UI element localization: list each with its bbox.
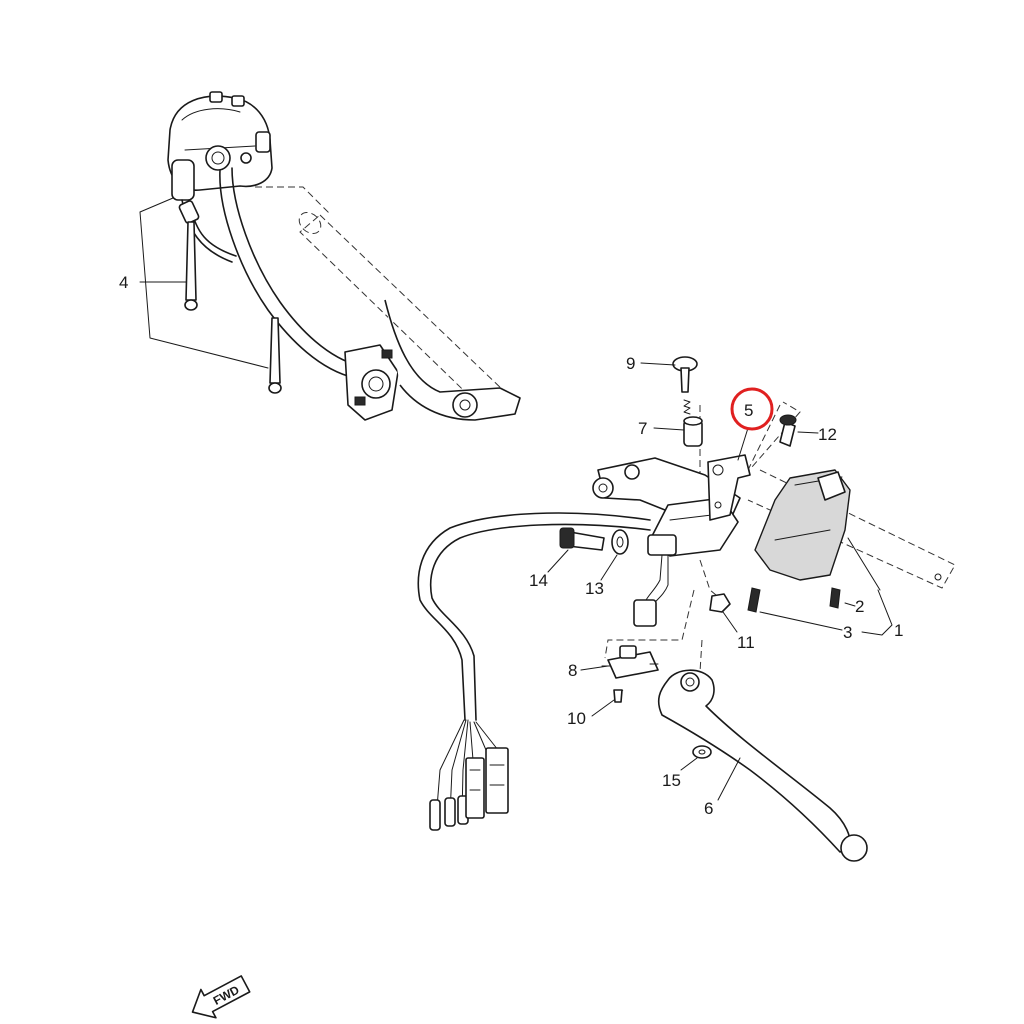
callout-8: 8 [568,661,577,680]
spring [683,399,691,415]
switch-cable [417,512,651,721]
grip-outline [299,214,506,414]
callout-labels: 1 2 3 4 5 6 7 8 9 10 11 12 13 14 15 [119,273,903,818]
lever-6 [657,669,852,853]
plate-5 [707,454,751,521]
callout-5-highlight-ring [730,387,774,431]
callout-9: 9 [626,354,635,373]
lever-assembly [417,356,956,862]
fwd-arrow-icon [191,975,251,1019]
left-switch-assembly [139,91,521,421]
small-connector [633,599,657,627]
grip-clamp [384,299,521,421]
screw-10 [613,689,623,703]
callout-6: 6 [704,799,713,818]
washer-15 [692,745,712,759]
screw-3 [747,587,761,613]
callout-13: 13 [585,579,604,598]
nut-11 [709,593,731,613]
callout-7: 7 [638,419,647,438]
callout-4-bracket [139,197,269,369]
pin-1 [429,799,441,831]
callout-3: 3 [843,623,852,642]
callout-14: 14 [529,571,548,590]
connector-block-b [485,747,509,814]
callout-11: 11 [737,633,755,652]
callout-10: 10 [567,709,586,728]
screw-2 [829,587,841,609]
washer-13 [611,529,629,555]
callout-2: 2 [855,597,864,616]
connector-block-a [465,757,485,819]
screw-4-upper [185,221,197,301]
callout-5: 5 [744,401,753,420]
pin-2 [444,797,456,827]
callout-12: 12 [818,425,837,444]
screw-4-lower [269,317,281,384]
callout-15: 15 [662,771,681,790]
fwd-direction-marker: FWD [191,975,251,1019]
bolt-12 [779,421,796,447]
callout-4: 4 [119,273,128,292]
callout-1: 1 [894,621,903,640]
